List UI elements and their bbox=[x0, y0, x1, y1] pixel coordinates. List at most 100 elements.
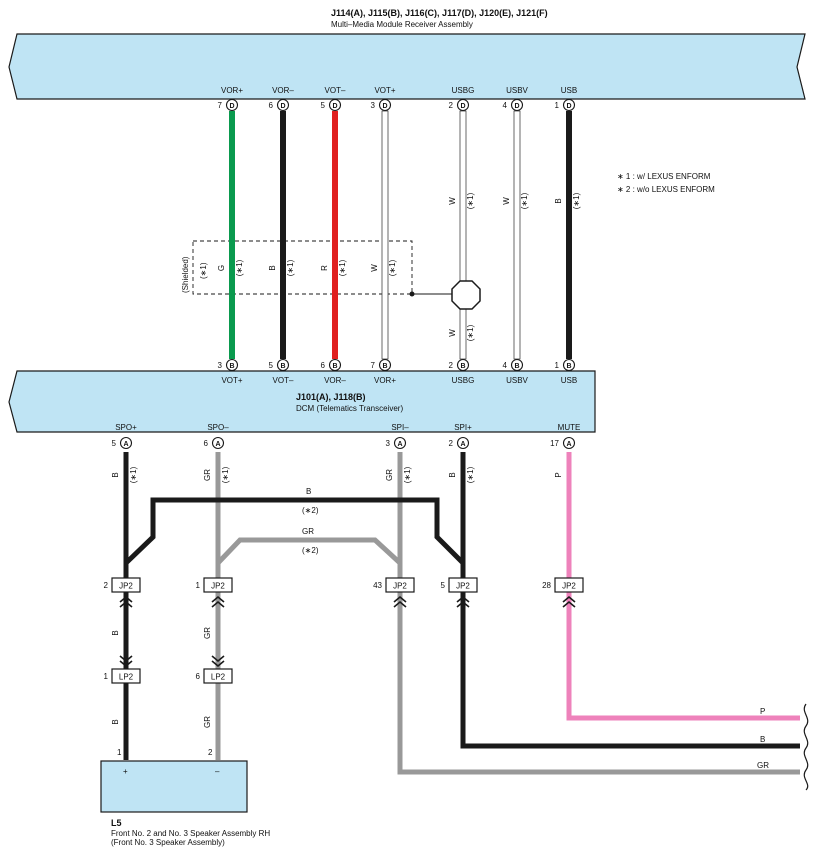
dcm-upper-pin-number-3: 7 bbox=[371, 361, 376, 370]
dcm-upper-pin-2-letter: B bbox=[332, 363, 337, 370]
shield-note: (∗1) bbox=[199, 262, 208, 279]
receiver-pin-3-circle bbox=[378, 98, 392, 112]
jp2-connector-4-label: JP2 bbox=[562, 582, 576, 591]
lp2-connector-1-label: LP2 bbox=[211, 673, 226, 682]
receiver-pin-name-3: VOT+ bbox=[374, 86, 395, 95]
dcm-upper-pin-name-3: VOR+ bbox=[374, 376, 396, 385]
jp2-mate-1-chevron-1 bbox=[211, 595, 225, 603]
receiver-pin-number-1: 6 bbox=[269, 101, 274, 110]
jp2-mate-3-chevron-1 bbox=[456, 595, 470, 603]
dcm-upper-pin-5-circle bbox=[510, 358, 524, 372]
dcm-lower-wire-note-0: (∗1) bbox=[129, 466, 138, 483]
speaker-name-line1: Front No. 2 and No. 3 Speaker Assembly R… bbox=[111, 829, 270, 838]
dcm-upper-pin-name-1: VOT– bbox=[273, 376, 294, 385]
legend-note-1: ∗ 1 : w/ LEXUS ENFORM bbox=[617, 172, 711, 181]
lp2-wire-code-above-1: GR bbox=[203, 627, 212, 639]
receiver-pin-name-1: VOR– bbox=[272, 86, 294, 95]
dcm-lower-pin-4-letter: A bbox=[566, 441, 571, 448]
wire-code-top-5: W bbox=[502, 197, 511, 205]
dcm-lower-pin-0-letter: A bbox=[123, 441, 128, 448]
receiver-pin-5-letter: D bbox=[514, 103, 519, 110]
dcm-title: J101(A), J118(B) bbox=[296, 392, 366, 402]
jp2-connector-1-label: JP2 bbox=[211, 582, 225, 591]
dcm-lower-pin-name-0: SPO+ bbox=[115, 423, 137, 432]
dcm-lower-wire-code-3: B bbox=[448, 472, 457, 477]
wire-top-5 bbox=[513, 110, 521, 360]
wire-bypass-gray bbox=[216, 537, 402, 565]
lp2-wire-code-above-0: B bbox=[111, 630, 120, 635]
dcm-upper-pin-number-5: 4 bbox=[503, 361, 508, 370]
wire-code-top-2: R bbox=[320, 265, 329, 271]
jp2-mate-1-chevron-0 bbox=[211, 600, 225, 608]
shield-junction-dot bbox=[409, 291, 415, 297]
receiver-pin-name-5: USBV bbox=[506, 86, 528, 95]
dcm-upper-pin-number-1: 5 bbox=[269, 361, 274, 370]
dcm-upper-pin-3-circle bbox=[378, 358, 392, 372]
dcm-upper-pin-4-letter: B bbox=[460, 363, 465, 370]
jp2-mate-0-chevron-1 bbox=[119, 595, 133, 603]
jp2-mate-3-chevron-0 bbox=[456, 600, 470, 608]
lp2-connector-0-label: LP2 bbox=[119, 673, 134, 682]
wire-note-top-3: (∗1) bbox=[388, 259, 397, 276]
dcm-upper-pin-5-letter: B bbox=[514, 363, 519, 370]
wire-code-top-0: G bbox=[217, 265, 226, 271]
exit-wire-black-code: B bbox=[760, 735, 765, 744]
dcm-upper-pin-1-letter: B bbox=[280, 363, 285, 370]
receiver-to-dcm-wires bbox=[229, 110, 572, 360]
receiver-pin-number-0: 7 bbox=[218, 101, 223, 110]
wire-note-top-4: (∗1) bbox=[466, 192, 475, 209]
dcm-lower-wire-code-2: GR bbox=[385, 469, 394, 481]
dcm-lower-pin-number-3: 2 bbox=[449, 439, 454, 448]
lp2-connector-1-box bbox=[203, 668, 233, 684]
receiver-pin-number-2: 5 bbox=[321, 101, 326, 110]
dcm-lower-pin-name-2: SPI– bbox=[391, 423, 409, 432]
jp2-connector-4-pin: 28 bbox=[542, 581, 551, 590]
jp2-connector-1-pin: 1 bbox=[196, 581, 201, 590]
dcm-upper-pin-name-5: USBV bbox=[506, 376, 528, 385]
dcm-lower-pin-3-letter: A bbox=[460, 441, 465, 448]
receiver-pin-4-circle bbox=[456, 98, 470, 112]
receiver-pin-4-letter: D bbox=[460, 103, 465, 110]
dcm-lower-wire-note-1: (∗1) bbox=[221, 466, 230, 483]
ground-splice-octagon bbox=[451, 280, 481, 310]
receiver-title: J114(A), J115(B), J116(C), J117(D), J120… bbox=[331, 8, 548, 18]
bypass-black-code: B bbox=[306, 487, 311, 496]
jp2-connector-0-pin: 2 bbox=[104, 581, 109, 590]
dcm-upper-pin-number-0: 3 bbox=[218, 361, 223, 370]
wire-code-lower-4: W bbox=[448, 329, 457, 337]
exit-wire-pink-code: P bbox=[760, 707, 765, 716]
dcm-lower-wire-note-3: (∗1) bbox=[466, 466, 475, 483]
wire-code-top-3: W bbox=[370, 264, 379, 272]
wire-code-top-1: B bbox=[268, 265, 277, 270]
dcm-lower-pin-0-circle bbox=[119, 436, 133, 450]
lp2-connector-0-box bbox=[111, 668, 141, 684]
exit-wire-gray-code: GR bbox=[757, 761, 769, 770]
dcm-box bbox=[8, 370, 596, 433]
wire-bypass-black bbox=[124, 497, 465, 565]
dcm-upper-pin-6-circle bbox=[562, 358, 576, 372]
dcm-upper-pin-3-letter: B bbox=[382, 363, 387, 370]
bypass-black-note: (∗2) bbox=[302, 506, 319, 515]
shielded-label: (Shielded) bbox=[181, 256, 190, 293]
dcm-upper-pin-name-2: VOR– bbox=[324, 376, 346, 385]
lp2-mate-0-chevron-1 bbox=[119, 660, 133, 668]
lp2-mate-0-chevron-0 bbox=[119, 655, 133, 663]
jp2-connector-3-pin: 5 bbox=[441, 581, 446, 590]
receiver-pin-number-3: 3 bbox=[371, 101, 376, 110]
dcm-lower-pin-number-2: 3 bbox=[386, 439, 391, 448]
receiver-box bbox=[8, 33, 806, 100]
dcm-lower-pin-1-circle bbox=[211, 436, 225, 450]
dcm-lower-pin-3-circle bbox=[456, 436, 470, 450]
dcm-upper-pin-number-6: 1 bbox=[555, 361, 560, 370]
speaker-pin-plus: 1 bbox=[117, 748, 122, 757]
receiver-pin-name-0: VOR+ bbox=[221, 86, 243, 95]
receiver-pin-name-6: USB bbox=[561, 86, 577, 95]
receiver-pin-name-4: USBG bbox=[452, 86, 475, 95]
speaker-minus-sign: – bbox=[215, 767, 220, 776]
speaker-harness bbox=[123, 452, 800, 775]
receiver-pin-0-circle bbox=[225, 98, 239, 112]
dcm-lower-wire-code-1: GR bbox=[203, 469, 212, 481]
jp2-mate-4-chevron-0 bbox=[562, 600, 576, 608]
